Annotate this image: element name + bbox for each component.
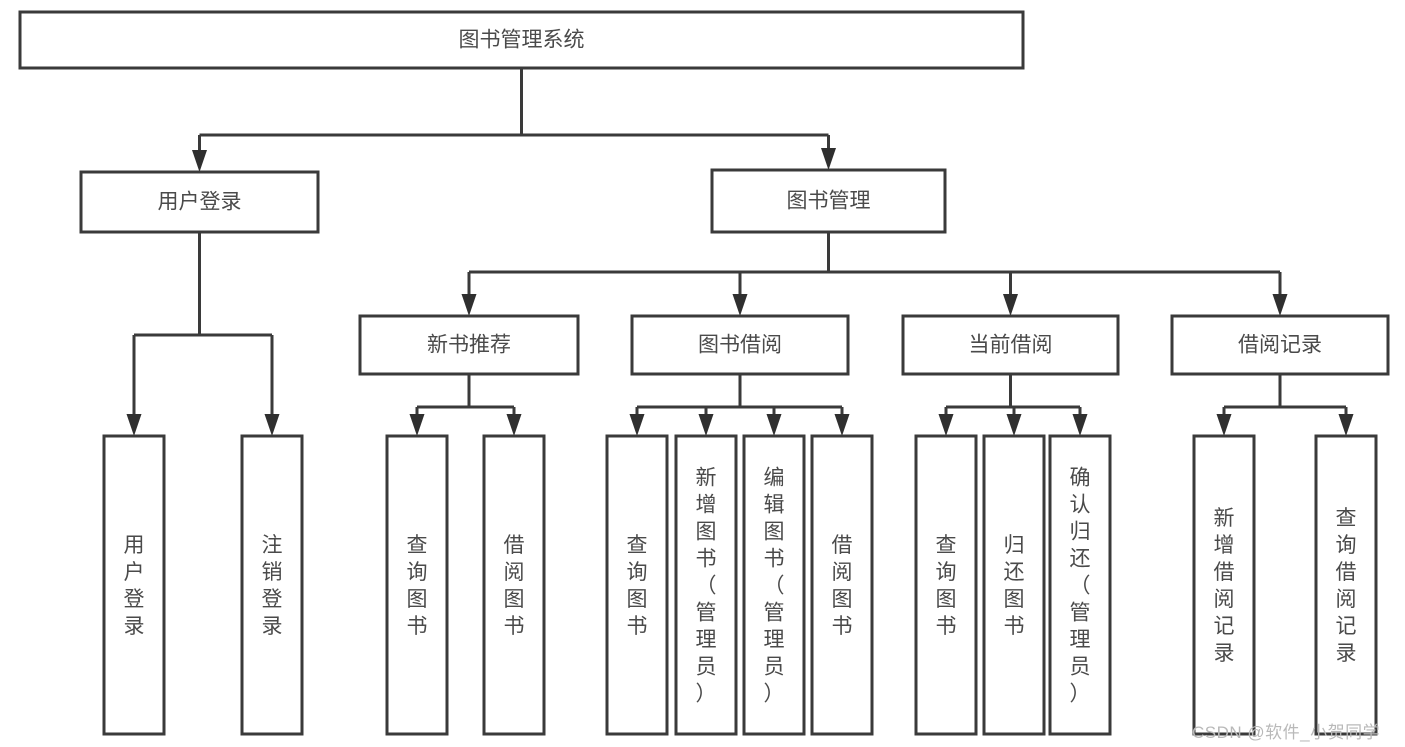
node-box[interactable]: [1314, 434, 1378, 736]
node-box[interactable]: [18, 10, 1025, 70]
node-label: 图书借阅: [698, 334, 782, 357]
node-n-borrow[interactable]: 图书借阅: [630, 314, 850, 376]
arrow-head-icon: [834, 414, 850, 436]
arrow-head-icon: [1072, 414, 1088, 436]
node-n-newbook[interactable]: 新书推荐: [358, 314, 580, 376]
arrow-head-icon: [821, 148, 836, 170]
node-n-bookmgmt[interactable]: 图书管理: [710, 168, 947, 234]
node-box[interactable]: [710, 168, 947, 234]
node-l-br-edit[interactable]: 编辑图书（管理员）: [742, 434, 806, 736]
connector-group-root: [192, 68, 836, 172]
node-label: 当前借阅: [969, 334, 1053, 357]
node-box[interactable]: [810, 434, 874, 736]
node-n-current[interactable]: 当前借阅: [901, 314, 1120, 376]
arrow-head-icon: [629, 414, 645, 436]
node-box[interactable]: [102, 434, 166, 736]
node-box[interactable]: [1048, 434, 1112, 736]
connector-group-n-login: [126, 232, 280, 436]
node-l-rec-add[interactable]: 新增借阅记录: [1192, 434, 1256, 736]
node-l-new-borrow[interactable]: 借阅图书: [482, 434, 546, 736]
arrow-head-icon: [698, 414, 714, 436]
csdn-watermark: CSDN @软件_小贺同学: [1192, 723, 1381, 742]
node-label: 查询图书: [936, 534, 957, 638]
arrow-head-icon: [192, 150, 207, 172]
connector-group-n-record: [1216, 374, 1354, 436]
node-box[interactable]: [605, 434, 669, 736]
node-box[interactable]: [482, 434, 546, 736]
arrow-head-icon: [126, 414, 142, 436]
node-l-br-add[interactable]: 新增图书（管理员）: [674, 434, 738, 736]
node-label: 借阅记录: [1238, 334, 1322, 357]
node-box[interactable]: [742, 434, 806, 736]
arrow-head-icon: [1272, 294, 1288, 316]
node-label: 编辑图书（管理员）: [764, 467, 785, 706]
node-label: 查询图书: [627, 534, 648, 638]
node-n-login[interactable]: 用户登录: [79, 170, 320, 234]
arrow-head-icon: [1338, 414, 1354, 436]
arrow-head-icon: [506, 414, 522, 436]
node-l-new-query[interactable]: 查询图书: [385, 434, 449, 736]
node-label: 图书管理: [787, 190, 871, 213]
node-label: 借阅图书: [504, 534, 525, 638]
node-label: 新增图书（管理员）: [696, 467, 717, 706]
node-n-record[interactable]: 借阅记录: [1170, 314, 1390, 376]
node-box[interactable]: [358, 314, 580, 376]
node-l-user-login[interactable]: 用户登录: [102, 434, 166, 736]
node-label: 用户登录: [158, 191, 242, 214]
node-box[interactable]: [914, 434, 978, 736]
node-box[interactable]: [240, 434, 304, 736]
node-label: 用户登录: [124, 534, 145, 638]
node-l-br-query[interactable]: 查询图书: [605, 434, 669, 736]
node-label: 注销登录: [262, 534, 283, 638]
arrow-head-icon: [1006, 414, 1022, 436]
node-l-cu-return[interactable]: 归还图书: [982, 434, 1046, 736]
node-label: 查询图书: [407, 534, 428, 638]
arrow-head-icon: [938, 414, 954, 436]
node-box[interactable]: [901, 314, 1120, 376]
node-box[interactable]: [79, 170, 320, 234]
node-label: 借阅图书: [832, 534, 853, 638]
node-box[interactable]: [982, 434, 1046, 736]
arrow-head-icon: [1003, 294, 1018, 316]
node-box[interactable]: [1192, 434, 1256, 736]
node-label: 新增借阅记录: [1214, 507, 1235, 665]
arrow-head-icon: [409, 414, 425, 436]
node-l-user-logout[interactable]: 注销登录: [240, 434, 304, 736]
arrow-head-icon: [1216, 414, 1232, 436]
connector-group-n-borrow: [629, 374, 850, 436]
arrow-head-icon: [732, 294, 748, 316]
node-l-rec-query[interactable]: 查询借阅记录: [1314, 434, 1378, 736]
arrow-head-icon: [766, 414, 782, 436]
node-box[interactable]: [385, 434, 449, 736]
node-layer: 图书管理系统用户登录图书管理新书推荐图书借阅当前借阅借阅记录用户登录注销登录查询…: [18, 10, 1390, 736]
node-l-br-lend[interactable]: 借阅图书: [810, 434, 874, 736]
node-label: 确认归还（管理员）: [1070, 467, 1091, 706]
node-l-cu-query[interactable]: 查询图书: [914, 434, 978, 736]
node-label: 查询借阅记录: [1336, 507, 1357, 665]
connector-group-n-newbook: [409, 374, 522, 436]
node-label: 图书管理系统: [459, 29, 585, 52]
node-label: 新书推荐: [427, 334, 511, 357]
connector-group-n-current: [938, 374, 1088, 436]
node-l-cu-confirm[interactable]: 确认归还（管理员）: [1048, 434, 1112, 736]
node-box[interactable]: [674, 434, 738, 736]
node-root[interactable]: 图书管理系统: [18, 10, 1025, 70]
arrow-head-icon: [461, 294, 477, 316]
node-box[interactable]: [1170, 314, 1390, 376]
connector-layer: [126, 68, 1354, 436]
node-box[interactable]: [630, 314, 850, 376]
node-label: 归还图书: [1004, 534, 1025, 638]
arrow-head-icon: [264, 414, 280, 436]
connector-group-n-bookmgmt: [461, 232, 1288, 316]
